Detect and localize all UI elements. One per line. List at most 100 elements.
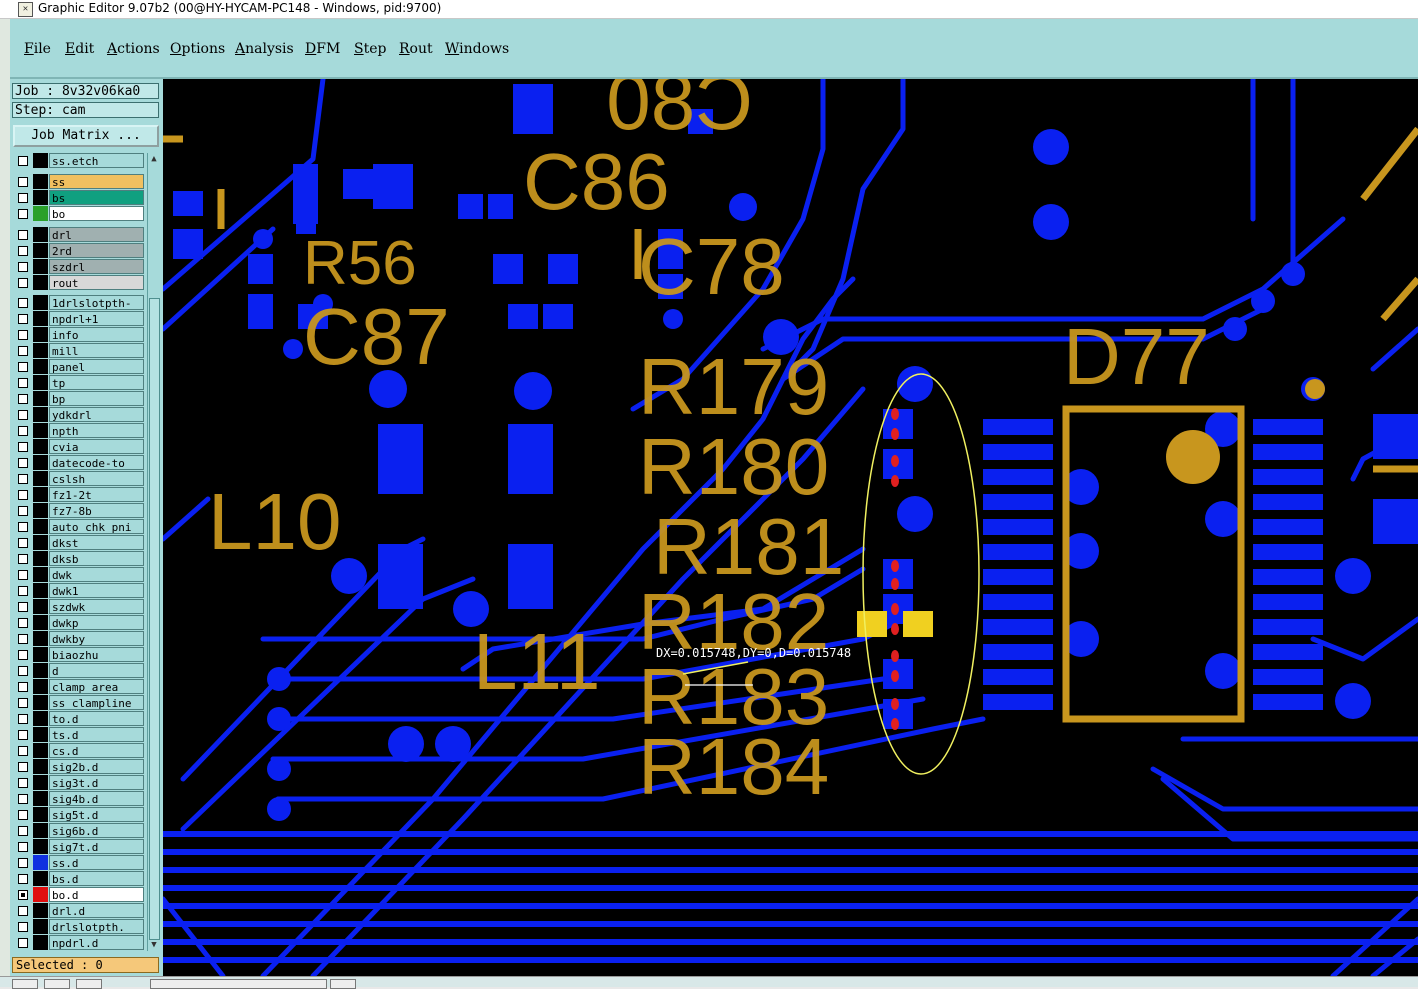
layer-checkbox[interactable] [18, 858, 28, 868]
layer-name[interactable]: bo.d [49, 887, 144, 902]
layer-checkbox[interactable] [18, 506, 28, 516]
layer-row[interactable]: auto_chk_pni [13, 519, 144, 534]
layer-name[interactable]: info [49, 327, 144, 342]
layer-color-swatch[interactable] [33, 759, 48, 774]
layer-row[interactable]: npth [13, 423, 144, 438]
layer-color-swatch[interactable] [33, 259, 48, 274]
layer-checkbox[interactable] [18, 156, 28, 166]
layer-checkbox[interactable] [18, 246, 28, 256]
layer-color-swatch[interactable] [33, 887, 48, 902]
layer-checkbox[interactable] [18, 618, 28, 628]
layer-name[interactable]: drlslotpth. [49, 919, 144, 934]
layer-name[interactable]: dwk1 [49, 583, 144, 598]
layer-checkbox[interactable] [18, 442, 28, 452]
layer-checkbox[interactable] [18, 490, 28, 500]
layer-checkbox[interactable] [18, 778, 28, 788]
layer-checkbox[interactable] [18, 874, 28, 884]
layer-color-swatch[interactable] [33, 711, 48, 726]
layer-color-swatch[interactable] [33, 153, 48, 168]
toolbar-button[interactable] [44, 979, 70, 989]
layer-row[interactable]: ss.d [13, 855, 144, 870]
layer-checkbox[interactable] [18, 730, 28, 740]
layer-checkbox[interactable] [18, 634, 28, 644]
layer-color-swatch[interactable] [33, 855, 48, 870]
layer-checkbox[interactable] [18, 714, 28, 724]
layer-name[interactable]: cvia [49, 439, 144, 454]
layer-name[interactable]: 2rd [49, 243, 144, 258]
layer-color-swatch[interactable] [33, 519, 48, 534]
layer-name[interactable]: sig4b.d [49, 791, 144, 806]
layer-checkbox[interactable] [18, 209, 28, 219]
layer-row[interactable]: ts.d [13, 727, 144, 742]
layer-row[interactable]: panel [13, 359, 144, 374]
layer-row[interactable]: d [13, 663, 144, 678]
layer-checkbox[interactable] [18, 890, 28, 900]
layer-checkbox[interactable] [18, 650, 28, 660]
layer-row[interactable]: dksb [13, 551, 144, 566]
layer-name[interactable]: dwk [49, 567, 144, 582]
layer-name[interactable]: bs.d [49, 871, 144, 886]
layer-row[interactable]: bs [13, 190, 144, 205]
layer-row[interactable]: mill [13, 343, 144, 358]
layer-name[interactable]: sig3t.d [49, 775, 144, 790]
layer-color-swatch[interactable] [33, 567, 48, 582]
toolbar-button[interactable] [330, 979, 356, 989]
layer-color-swatch[interactable] [33, 243, 48, 258]
layer-color-swatch[interactable] [33, 407, 48, 422]
layer-color-swatch[interactable] [33, 295, 48, 310]
layer-row[interactable]: sig2b.d [13, 759, 144, 774]
layer-color-swatch[interactable] [33, 727, 48, 742]
layer-name[interactable]: ydkdrl [49, 407, 144, 422]
layer-color-swatch[interactable] [33, 583, 48, 598]
layer-name[interactable]: npth [49, 423, 144, 438]
layer-row[interactable]: rout [13, 275, 144, 290]
layer-color-swatch[interactable] [33, 839, 48, 854]
layer-color-swatch[interactable] [33, 375, 48, 390]
layer-row[interactable]: tp [13, 375, 144, 390]
layer-row[interactable]: drlslotpth. [13, 919, 144, 934]
layer-color-swatch[interactable] [33, 679, 48, 694]
layer-checkbox[interactable] [18, 362, 28, 372]
layer-color-swatch[interactable] [33, 935, 48, 950]
layer-row[interactable]: ss_clampline [13, 695, 144, 710]
layer-name[interactable]: 1drlslotpth- [49, 295, 144, 310]
layer-name[interactable]: sig5t.d [49, 807, 144, 822]
layer-row[interactable]: biaozhu [13, 647, 144, 662]
layer-row[interactable]: clamp_area [13, 679, 144, 694]
layer-name[interactable]: npdrl+1 [49, 311, 144, 326]
layer-name[interactable]: rout [49, 275, 144, 290]
layer-checkbox[interactable] [18, 794, 28, 804]
layer-checkbox[interactable] [18, 230, 28, 240]
menu-options[interactable]: Options [170, 41, 226, 57]
layer-checkbox[interactable] [18, 426, 28, 436]
layer-row[interactable]: bo [13, 206, 144, 221]
layer-name[interactable]: auto_chk_pni [49, 519, 144, 534]
layer-checkbox[interactable] [18, 410, 28, 420]
layer-name[interactable]: bo [49, 206, 144, 221]
layer-color-swatch[interactable] [33, 391, 48, 406]
scroll-down-icon[interactable]: ▼ [151, 940, 157, 950]
layer-color-swatch[interactable] [33, 807, 48, 822]
layer-checkbox[interactable] [18, 474, 28, 484]
layer-checkbox[interactable] [18, 458, 28, 468]
layer-checkbox[interactable] [18, 378, 28, 388]
layer-row[interactable]: sig4b.d [13, 791, 144, 806]
layer-name[interactable]: biaozhu [49, 647, 144, 662]
menu-edit[interactable]: Edit [65, 41, 95, 57]
layer-row[interactable]: cs.d [13, 743, 144, 758]
menu-step[interactable]: Step [354, 41, 387, 57]
layer-name[interactable]: szdrl [49, 259, 144, 274]
layer-color-swatch[interactable] [33, 599, 48, 614]
layer-name[interactable]: ss_clampline [49, 695, 144, 710]
layer-row[interactable]: to.d [13, 711, 144, 726]
layer-row[interactable]: dwk1 [13, 583, 144, 598]
layer-checkbox[interactable] [18, 177, 28, 187]
layer-checkbox[interactable] [18, 762, 28, 772]
layer-checkbox[interactable] [18, 746, 28, 756]
layer-checkbox[interactable] [18, 278, 28, 288]
layer-row[interactable]: sig7t.d [13, 839, 144, 854]
layer-checkbox[interactable] [18, 394, 28, 404]
layer-color-swatch[interactable] [33, 615, 48, 630]
layer-checkbox[interactable] [18, 330, 28, 340]
layer-checkbox[interactable] [18, 826, 28, 836]
